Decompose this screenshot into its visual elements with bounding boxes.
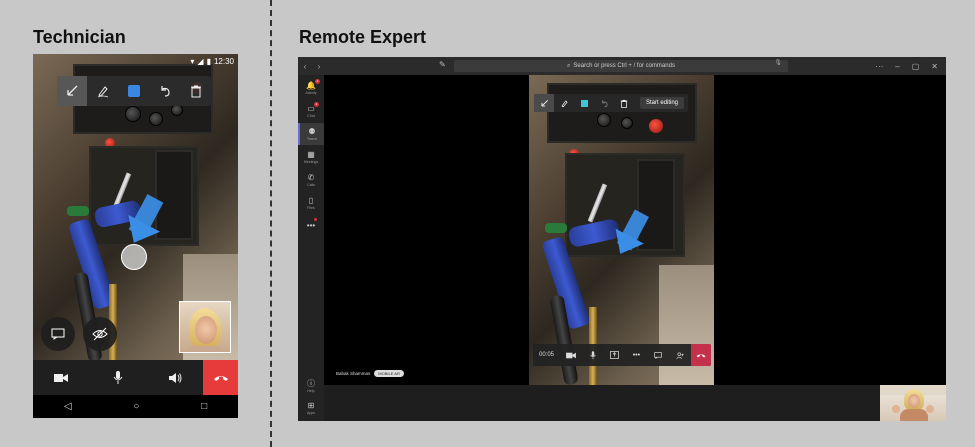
mobile-ar-badge: MOBILE AR [374, 370, 404, 377]
apps-icon: ⊞ [307, 400, 315, 410]
compose-icon[interactable]: ✎ [439, 60, 446, 69]
mic-search-icon[interactable]: 🎙 [774, 60, 782, 66]
back-icon[interactable]: ◁ [63, 401, 72, 412]
rail-item-help[interactable]: ⓘ Help [307, 378, 315, 393]
rail-item-more[interactable]: ••• [298, 215, 324, 237]
teams-icon: ⚉ [308, 126, 316, 136]
expert-self-view[interactable] [880, 385, 946, 421]
teams-titlebar: ‹ › ✎ ⌕ Search or press Ctrl + / for com… [298, 57, 946, 75]
participants-icon[interactable] [669, 351, 691, 359]
technician-phone: ▾ ◢ ▮ 12:30 [33, 54, 238, 418]
ellipsis-icon[interactable]: ··· [875, 61, 884, 71]
remote-expert-heading: Remote Expert [299, 27, 427, 47]
section-divider [270, 0, 272, 447]
microphone-icon[interactable] [582, 350, 604, 360]
rail-item-files[interactable]: ▯ Files [307, 195, 315, 210]
shared-video-feed[interactable] [529, 75, 714, 385]
chat-icon: ▭1 [307, 101, 319, 113]
speaker-icon[interactable] [146, 360, 203, 395]
app-rail: 🔔2 Activity ▭1 Chat ⚉ Teams ▦ Meetings ✆… [298, 75, 324, 421]
home-icon[interactable]: ○ [133, 401, 140, 412]
close-icon[interactable]: ✕ [931, 61, 938, 71]
android-nav-bar: ◁ ○ □ [33, 395, 238, 418]
more-icon: ••• [307, 218, 318, 230]
rail-item-meetings[interactable]: ▦ Meetings [303, 149, 319, 164]
microphone-icon[interactable] [90, 360, 147, 395]
meeting-controls: 00:05 ••• [533, 344, 711, 366]
teams-window: ‹ › ✎ ⌕ Search or press Ctrl + / for com… [298, 57, 946, 421]
calendar-icon: ▦ [307, 149, 315, 159]
wifi-icon: ▾ [190, 56, 195, 66]
video-icon[interactable] [33, 360, 90, 395]
freehand-pen-icon[interactable] [554, 94, 574, 112]
search-input[interactable]: ⌕ Search or press Ctrl + / for commands [454, 60, 788, 72]
ink-toolbar [57, 76, 211, 106]
participant-name-tag: Babak Shammas MOBILE AR [336, 370, 404, 377]
expert-self-view[interactable] [179, 301, 231, 353]
maximize-icon[interactable]: ▢ [911, 61, 920, 71]
trash-icon[interactable] [614, 94, 634, 112]
undo-icon[interactable] [149, 76, 180, 106]
color-swatch[interactable] [574, 94, 594, 112]
share-screen-icon[interactable] [604, 351, 626, 359]
signal-icon: ◢ [197, 56, 204, 66]
call-timer: 00:05 [539, 352, 555, 358]
recents-icon[interactable]: □ [201, 401, 208, 412]
help-icon: ⓘ [307, 378, 315, 388]
rail-item-chat[interactable]: ▭1 Chat [307, 101, 319, 118]
meeting-chat-icon[interactable] [647, 351, 669, 359]
phone-icon: ✆ [307, 172, 315, 182]
trash-icon[interactable] [180, 76, 211, 106]
meeting-bottom-bar [324, 385, 946, 421]
chat-button[interactable] [41, 317, 75, 351]
arrow-pen-icon[interactable] [57, 76, 87, 106]
color-swatch[interactable] [118, 76, 149, 106]
rail-item-teams[interactable]: ⚉ Teams [298, 123, 324, 145]
arrow-pen-icon[interactable] [534, 94, 554, 112]
minimize-icon[interactable]: – [895, 61, 900, 71]
start-editing-button[interactable]: Start editing [640, 97, 685, 109]
rail-item-activity[interactable]: 🔔2 Activity [305, 78, 320, 95]
technician-heading: Technician [33, 27, 126, 47]
search-icon: ⌕ [567, 62, 571, 69]
rail-item-apps[interactable]: ⊞ Apps [307, 400, 315, 415]
hang-up-button[interactable] [690, 344, 711, 366]
battery-icon: ▮ [206, 56, 211, 66]
annotation-toolbar: Start editing [534, 94, 689, 112]
status-bar: ▾ ◢ ▮ 12:30 [33, 54, 238, 68]
undo-icon[interactable] [594, 94, 614, 112]
window-controls: ··· – ▢ ✕ [875, 57, 938, 75]
camera-icon[interactable] [560, 352, 582, 359]
file-icon: ▯ [308, 195, 314, 205]
bell-icon: 🔔2 [306, 78, 320, 90]
freehand-pen-icon[interactable] [87, 76, 118, 106]
rail-item-calls[interactable]: ✆ Calls [307, 172, 315, 187]
participant-name: Babak Shammas [336, 371, 371, 376]
back-arrow-icon[interactable]: ‹ [303, 61, 307, 71]
status-time: 12:30 [213, 56, 234, 66]
phone-call-bar [33, 360, 238, 395]
end-call-button[interactable] [203, 360, 238, 395]
ar-view-button[interactable] [83, 317, 117, 351]
forward-arrow-icon[interactable]: › [317, 61, 321, 71]
more-options-icon[interactable]: ••• [632, 351, 641, 359]
